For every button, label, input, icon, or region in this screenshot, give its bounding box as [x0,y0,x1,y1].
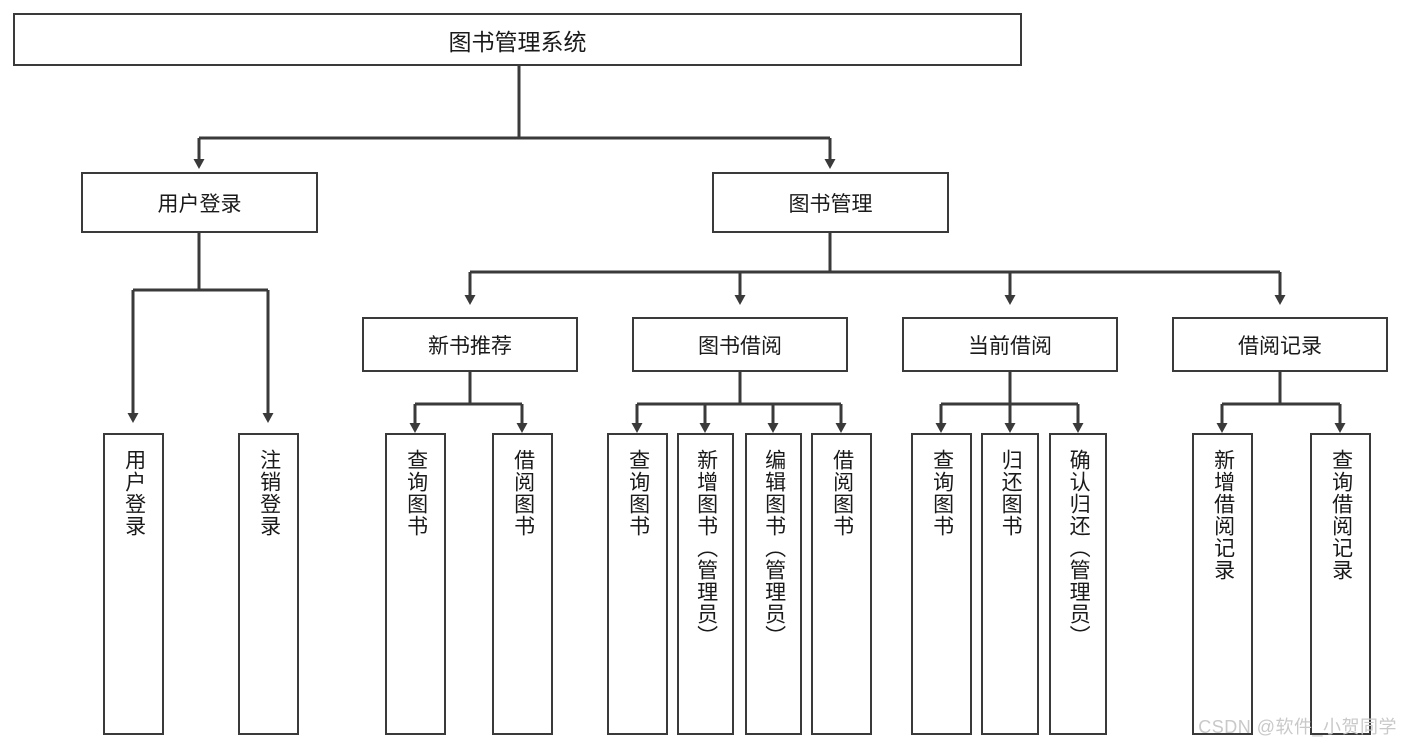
node-root-label: 图书管理系统 [448,28,587,55]
node-leaf-query-book-1[interactable]: 查询图书 [385,433,446,735]
node-leaf-query-book-3[interactable]: 查询图书 [911,433,972,735]
node-leaf-return-book-label: 归还图书 [999,449,1023,537]
node-book-manage-label: 图书管理 [788,192,873,216]
node-new-book-recommend-label: 新书推荐 [428,334,512,358]
node-leaf-add-record-label: 新增借阅记录 [1211,449,1235,581]
node-current-borrow-label: 当前借阅 [968,334,1052,358]
node-book-manage[interactable]: 图书管理 [712,172,949,233]
node-leaf-user-login-label: 用户登录 [122,449,146,537]
node-leaf-confirm-return-label: 确认归还（管理员） [1067,449,1091,647]
node-leaf-add-book-label: 新增图书（管理员） [694,449,718,647]
node-leaf-query-book-3-label: 查询图书 [930,449,954,537]
node-borrow-record[interactable]: 借阅记录 [1172,317,1388,372]
node-book-borrow-label: 图书借阅 [698,334,782,358]
node-leaf-add-record[interactable]: 新增借阅记录 [1192,433,1253,735]
node-leaf-edit-book[interactable]: 编辑图书（管理员） [745,433,802,735]
node-book-borrow[interactable]: 图书借阅 [632,317,848,372]
node-leaf-edit-book-label: 编辑图书（管理员） [762,449,786,647]
node-leaf-logout-login[interactable]: 注销登录 [238,433,299,735]
node-current-borrow[interactable]: 当前借阅 [902,317,1118,372]
node-user-login[interactable]: 用户登录 [81,172,318,233]
node-leaf-query-book-1-label: 查询图书 [404,449,428,537]
node-user-login-label: 用户登录 [157,192,242,216]
node-leaf-borrow-book-1-label: 借阅图书 [511,449,535,537]
node-leaf-confirm-return[interactable]: 确认归还（管理员） [1049,433,1107,735]
node-leaf-add-book[interactable]: 新增图书（管理员） [677,433,734,735]
node-leaf-query-record[interactable]: 查询借阅记录 [1310,433,1371,735]
node-borrow-record-label: 借阅记录 [1238,334,1322,358]
node-root[interactable]: 图书管理系统 [13,13,1022,66]
node-leaf-borrow-book-2[interactable]: 借阅图书 [811,433,872,735]
node-leaf-logout-login-label: 注销登录 [257,449,281,537]
node-leaf-borrow-book-2-label: 借阅图书 [830,449,854,537]
node-leaf-query-book-2-label: 查询图书 [626,449,650,537]
node-leaf-query-record-label: 查询借阅记录 [1329,449,1353,581]
node-leaf-user-login[interactable]: 用户登录 [103,433,164,735]
node-leaf-query-book-2[interactable]: 查询图书 [607,433,668,735]
node-new-book-recommend[interactable]: 新书推荐 [362,317,578,372]
node-leaf-borrow-book-1[interactable]: 借阅图书 [492,433,553,735]
node-leaf-return-book[interactable]: 归还图书 [981,433,1039,735]
